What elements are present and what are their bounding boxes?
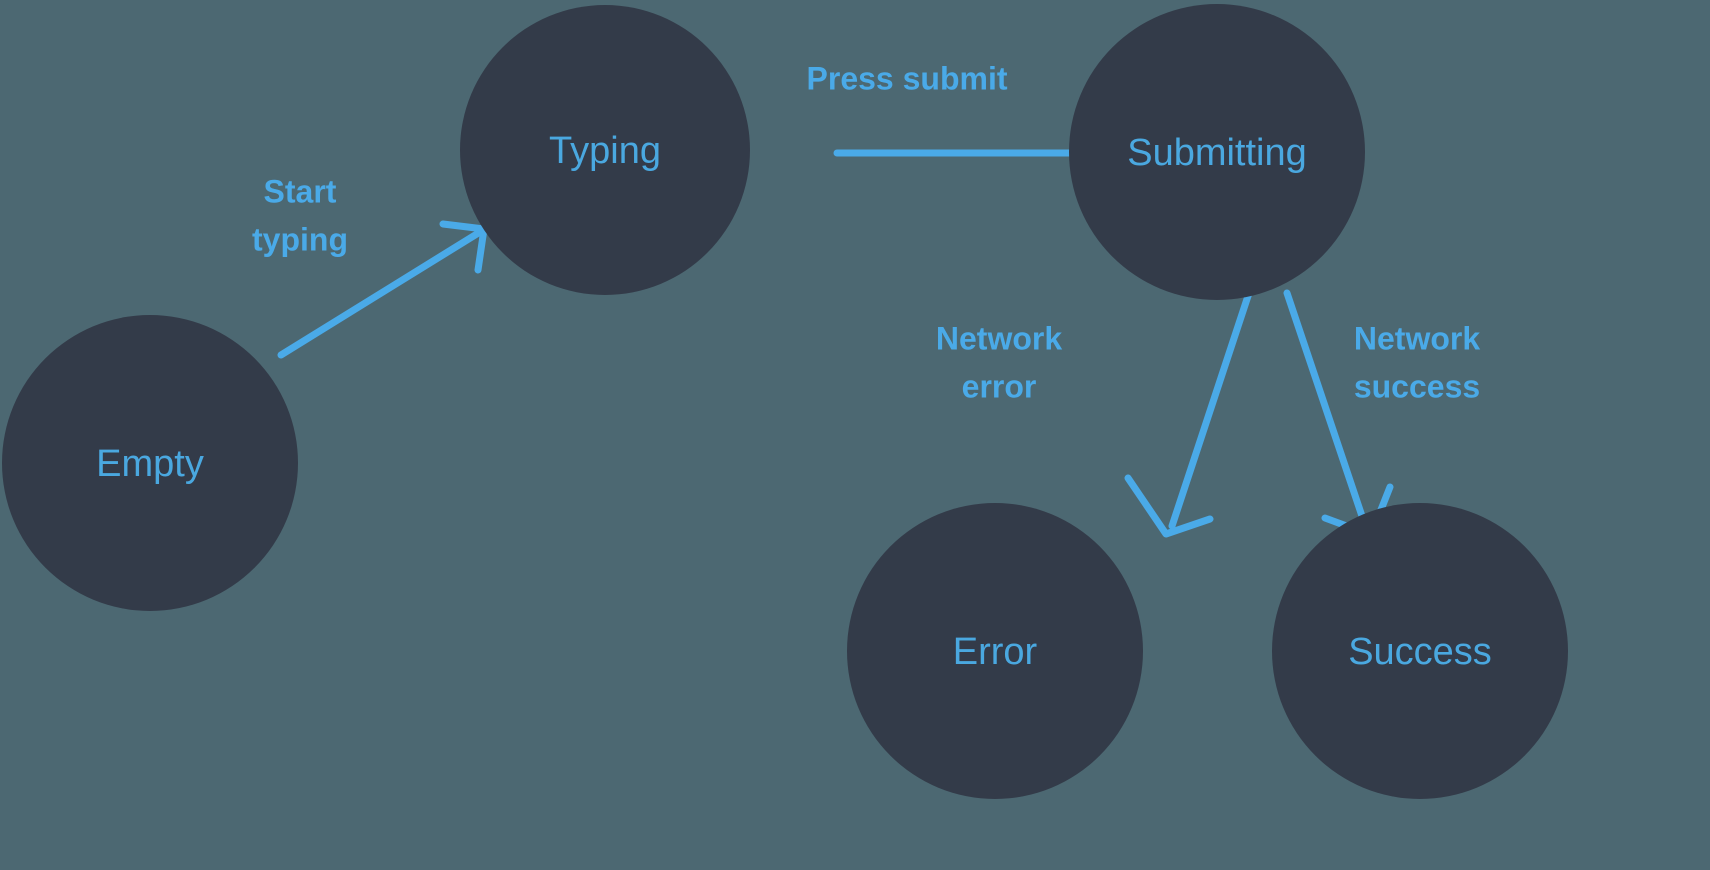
edge-line-empty-to-typing — [277, 228, 484, 359]
state-label-empty: Empty — [96, 443, 204, 485]
state-node-typing[interactable]: Typing — [460, 5, 750, 295]
state-circle-empty[interactable] — [2, 315, 298, 611]
edge-label-start-typing-line-2: typing — [252, 221, 348, 257]
edge-line-submitting-to-error — [1168, 289, 1253, 530]
edge-label-network-success-line-2: success — [1354, 368, 1480, 404]
edge-line-submitting-to-success — [1283, 289, 1370, 532]
edge-label-start-typing: Start typing — [252, 173, 348, 257]
state-node-success[interactable]: Success — [1272, 503, 1568, 799]
edge-label-network-error-line-2: error — [962, 368, 1037, 404]
edge-label-network-error-line-1: Network — [936, 320, 1062, 356]
state-label-typing: Typing — [549, 130, 661, 172]
state-label-success: Success — [1348, 631, 1492, 673]
edge-label-network-error: Network error — [936, 320, 1062, 404]
edge-submitting-to-error — [1124, 289, 1253, 538]
state-node-submitting[interactable]: Submitting — [1069, 4, 1365, 300]
edge-label-network-success-line-1: Network — [1354, 320, 1480, 356]
edge-label-start-typing-line-1: Start — [264, 173, 337, 209]
state-circle-error[interactable] — [847, 503, 1143, 799]
edge-label-network-success: Network success — [1354, 320, 1480, 404]
state-label-submitting: Submitting — [1127, 132, 1307, 174]
state-circle-success[interactable] — [1272, 503, 1568, 799]
state-node-empty[interactable]: Empty — [2, 315, 298, 611]
state-label-error: Error — [953, 631, 1038, 673]
state-circle-typing[interactable] — [460, 5, 750, 295]
state-circle-submitting[interactable] — [1069, 4, 1365, 300]
edge-label-press-submit: Press submit — [807, 60, 1008, 96]
arrowhead-submitting-to-error — [1124, 474, 1214, 538]
state-node-error[interactable]: Error — [847, 503, 1143, 799]
edge-label-press-submit-line-1: Press submit — [807, 60, 1008, 96]
